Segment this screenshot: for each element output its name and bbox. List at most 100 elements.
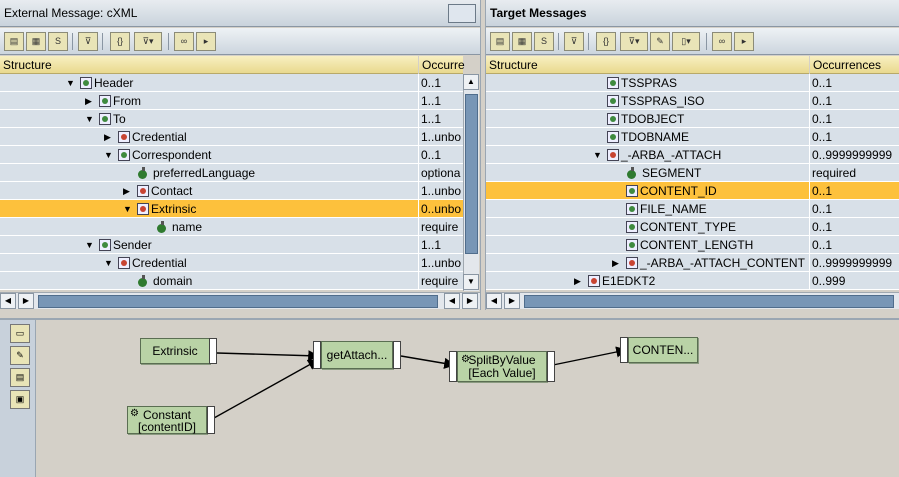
binoculars-icon[interactable]: ∞ [174, 32, 194, 51]
scroll-thumb[interactable] [524, 295, 894, 308]
structure-cell[interactable]: ▼Correspondent [0, 146, 418, 164]
structure-cell[interactable]: ▼Header [0, 74, 418, 92]
tree-node[interactable]: To [99, 110, 126, 128]
structure-cell[interactable]: TDOBJECT [486, 110, 809, 128]
collapse-arrow-icon[interactable]: ▼ [104, 258, 113, 268]
scroll-left-button[interactable]: ◀ [0, 293, 16, 309]
column-header-occurrences[interactable]: Occurrences [810, 56, 899, 74]
structure-cell[interactable]: name [0, 218, 418, 236]
pencil-icon[interactable]: ✎ [10, 346, 30, 365]
tree-node[interactable]: TDOBJECT [607, 110, 684, 128]
tree-node[interactable]: domain [137, 272, 192, 290]
structure-cell[interactable]: preferredLanguage [0, 164, 418, 182]
structure-cell[interactable]: ▼Credential [0, 254, 418, 272]
scroll-right-button[interactable]: ▶ [462, 293, 478, 309]
grid-icon[interactable]: ▦ [26, 32, 46, 51]
structure-cell[interactable]: ▶ Credential [0, 128, 418, 146]
source-vertical-scrollbar[interactable]: ▲ ▼ [463, 74, 479, 291]
target-field-box[interactable]: CONTEN... [628, 337, 698, 363]
structure-icon[interactable]: ▤ [10, 368, 30, 387]
tree-node[interactable]: From [99, 92, 141, 110]
structure-cell[interactable]: CONTENT_TYPE [486, 218, 809, 236]
structure-cell[interactable]: ▶_-ARBA_-ATTACH_CONTENT [486, 254, 809, 272]
collapse-arrow-icon[interactable]: ▼ [85, 240, 94, 250]
output-port[interactable] [393, 341, 401, 369]
splitbyvalue-function-box[interactable]: ⚙ SplitByValue [Each Value] [457, 351, 547, 382]
structure-cell[interactable]: CONTENT_ID [486, 182, 809, 200]
tree-icon[interactable]: ▤ [4, 32, 24, 51]
binoculars-icon[interactable]: ∞ [712, 32, 732, 51]
src-icon[interactable]: S [534, 32, 554, 51]
target-horizontal-scrollbar[interactable]: ◀ ▶ [486, 292, 899, 309]
filter-icon[interactable]: ⊽ [78, 32, 98, 51]
expand-arrow-icon[interactable]: ▶ [123, 186, 130, 196]
tree-node[interactable]: Correspondent [118, 146, 211, 164]
structure-cell[interactable]: ▼_-ARBA_-ATTACH [486, 146, 809, 164]
source-field-box[interactable]: Extrinsic [140, 338, 210, 364]
new-icon[interactable]: ▭ [10, 324, 30, 343]
structure-cell[interactable]: ▼ To [0, 110, 418, 128]
tree-node[interactable]: E1EDKT2 [588, 272, 655, 290]
tree-icon[interactable]: ▤ [490, 32, 510, 51]
expand-arrow-icon[interactable]: ▶ [574, 276, 581, 286]
structure-cell[interactable]: SEGMENT [486, 164, 809, 182]
expand-arrow-icon[interactable]: ▶ [612, 258, 619, 268]
dropdown-filter-icon[interactable]: ⊽▾ [134, 32, 162, 51]
dropdown-filter-icon[interactable]: ⊽▾ [620, 32, 648, 51]
output-port[interactable] [207, 406, 215, 434]
scroll-up-button[interactable]: ▲ [463, 74, 479, 90]
find-next-icon[interactable]: ▸ [734, 32, 754, 51]
structure-cell[interactable]: ▶ E1EDKT2 [486, 272, 809, 290]
structure-cell[interactable]: TDOBNAME [486, 128, 809, 146]
filter-icon[interactable]: ⊽ [564, 32, 584, 51]
scroll-thumb[interactable] [465, 94, 478, 254]
structure-cell[interactable]: domain [0, 272, 418, 290]
window-toggle-button[interactable] [448, 4, 476, 23]
src-icon[interactable]: S [48, 32, 68, 51]
scroll-left-button[interactable]: ◀ [486, 293, 502, 309]
scroll-right-button[interactable]: ▶ [504, 293, 520, 309]
output-port[interactable] [209, 338, 217, 364]
tree-node[interactable]: CONTENT_LENGTH [626, 236, 753, 254]
expand-arrow-icon[interactable]: ▶ [85, 96, 92, 106]
mapping-editor-canvas[interactable]: ▭ ✎ ▤ ▣ Extrinsic ⚙ Constant [contentID]… [0, 318, 899, 477]
output-port[interactable] [547, 351, 555, 382]
collapse-arrow-icon[interactable]: ▼ [123, 204, 132, 214]
grid-icon[interactable]: ▦ [512, 32, 532, 51]
tree-node[interactable]: _-ARBA_-ATTACH [607, 146, 721, 164]
input-port[interactable] [620, 337, 628, 363]
scroll-down-button[interactable]: ▼ [463, 274, 479, 290]
getattach-function-box[interactable]: getAttach... [321, 341, 393, 369]
tree-node[interactable]: TSSPRAS_ISO [607, 92, 704, 110]
scroll-right-button[interactable]: ▶ [18, 293, 34, 309]
structure-cell[interactable]: ▶ Contact [0, 182, 418, 200]
pane-splitter[interactable] [480, 0, 486, 310]
tree-node[interactable]: Contact [137, 182, 192, 200]
expand-arrow-icon[interactable]: ▶ [104, 132, 111, 142]
tree-node[interactable]: name [156, 218, 202, 236]
collapse-arrow-icon[interactable]: ▼ [85, 114, 94, 124]
xsd-icon[interactable]: {} [596, 32, 616, 51]
edit-icon[interactable]: ✎ [650, 32, 670, 51]
structure-cell[interactable]: ▼Sender [0, 236, 418, 254]
find-next-icon[interactable]: ▸ [196, 32, 216, 51]
tree-node[interactable]: FILE_NAME [626, 200, 707, 218]
tree-node[interactable]: Credential [118, 128, 187, 146]
source-horizontal-scrollbar[interactable]: ◀ ▶ ◀ ▶ [0, 292, 480, 309]
column-header-occurrences[interactable]: Occurre [419, 56, 465, 74]
